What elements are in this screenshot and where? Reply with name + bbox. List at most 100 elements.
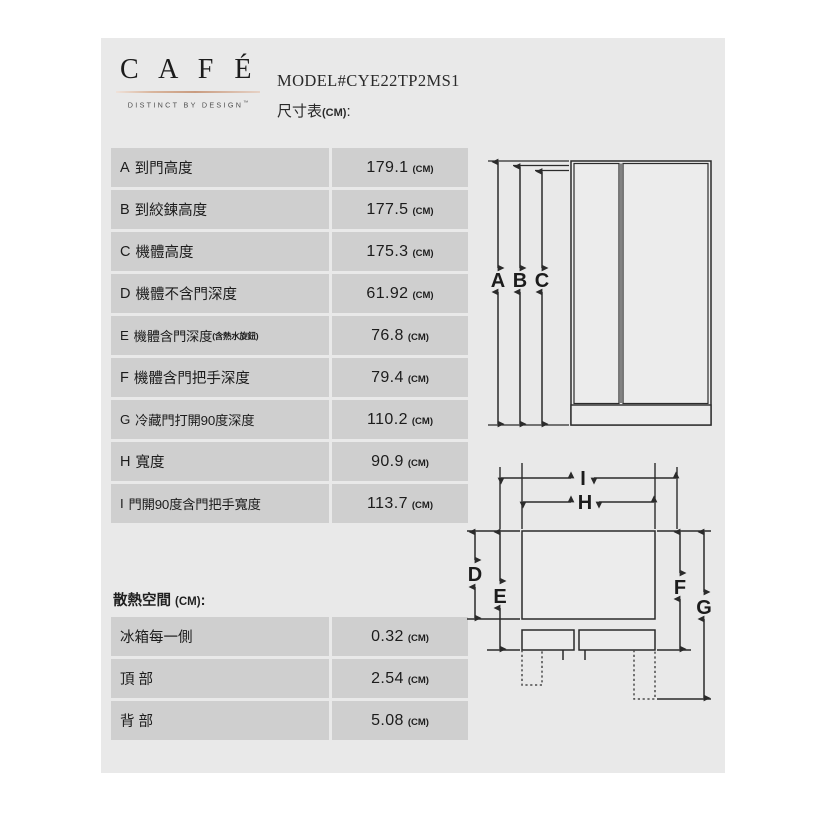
row-value: 79.4 <box>371 368 404 386</box>
dimension-table-colon: : <box>346 103 351 120</box>
row-key: H <box>120 453 131 470</box>
row-value-unit: (CM) <box>411 500 433 511</box>
table-row: G 冷藏門打開90度深度 110.2(CM) <box>111 400 468 439</box>
row-value-cell: 177.5(CM) <box>332 190 468 229</box>
row-value-cell: 61.92(CM) <box>332 274 468 313</box>
row-value: 2.54 <box>371 669 404 687</box>
front-dim-label-c: C <box>535 270 549 292</box>
clearance-title-unit: (CM) <box>175 596 201 608</box>
row-value: 0.32 <box>371 627 404 645</box>
row-value-unit: (CM) <box>407 458 429 469</box>
dimension-table-unit: (CM) <box>322 107 347 119</box>
row-label-text: 機體高度 <box>135 245 194 261</box>
row-label-text: 冰箱每一側 <box>120 630 193 646</box>
row-value: 113.7 <box>367 494 408 512</box>
row-value: 110.2 <box>367 410 408 428</box>
row-label-text: 到絞鍊高度 <box>134 203 208 219</box>
row-value: 175.3 <box>366 242 409 260</box>
row-value: 177.5 <box>366 200 409 218</box>
cafe-logo: C A F É DISTINCT BY DESIGN™ <box>116 56 264 109</box>
brand-tagline: DISTINCT BY DESIGN™ <box>116 100 260 109</box>
table-row: 背 部 5.08(CM) <box>111 701 468 740</box>
row-label-text: 機體含門把手深度 <box>133 371 250 387</box>
row-key: C <box>120 243 131 260</box>
row-value-cell: 179.1(CM) <box>332 148 468 187</box>
table-row: I 門開90度含門把手寬度 113.7(CM) <box>111 484 468 523</box>
row-label-cell: 冰箱每一側 <box>111 617 329 656</box>
top-dim-label-h: H <box>578 492 592 514</box>
row-label-text: 到門高度 <box>134 161 193 177</box>
front-dim-label-b: B <box>513 270 527 292</box>
row-label-text: 寬度 <box>135 455 165 471</box>
row-label-text: 頂 部 <box>120 672 154 688</box>
clearance-table-title: 散熱空間 (CM): <box>113 589 468 610</box>
top-dim-label-g: G <box>696 597 712 619</box>
model-heading-block: MODEL#CYE22TP2MS1 尺寸表(CM): <box>277 71 460 121</box>
front-dim-label-a: A <box>491 270 505 292</box>
row-value-cell: 90.9(CM) <box>332 442 468 481</box>
row-key: D <box>120 285 131 302</box>
row-value-unit: (CM) <box>412 290 434 301</box>
content-panel: C A F É DISTINCT BY DESIGN™ MODEL#CYE22T… <box>101 38 725 773</box>
row-label-cell: 頂 部 <box>111 659 329 698</box>
brand-accent-rule <box>116 91 260 93</box>
clearance-title-text: 散熱空間 <box>113 593 171 609</box>
row-value: 90.9 <box>371 452 404 470</box>
row-value: 5.08 <box>371 711 404 729</box>
model-number-line: MODEL#CYE22TP2MS1 <box>277 71 460 90</box>
row-value-unit: (CM) <box>412 164 434 175</box>
row-value-cell: 110.2(CM) <box>332 400 468 439</box>
row-value-cell: 79.4(CM) <box>332 358 468 397</box>
row-label-cell: 背 部 <box>111 701 329 740</box>
row-key: B <box>120 201 130 218</box>
table-row: 頂 部 2.54(CM) <box>111 659 468 698</box>
row-value-unit: (CM) <box>407 717 429 728</box>
top-dim-label-d: D <box>468 564 482 586</box>
row-value-cell: 175.3(CM) <box>332 232 468 271</box>
trademark-symbol: ™ <box>243 100 249 106</box>
row-value-cell: 2.54(CM) <box>332 659 468 698</box>
row-value-cell: 76.8(CM) <box>332 316 468 355</box>
row-label-text: 背 部 <box>120 714 154 730</box>
row-value-unit: (CM) <box>407 675 429 686</box>
row-value-unit: (CM) <box>412 206 434 217</box>
row-key: A <box>120 159 130 176</box>
row-label-text: 機體含門深度 <box>133 329 213 344</box>
row-value: 179.1 <box>366 158 409 176</box>
front-view-diagram: A B C <box>473 146 721 446</box>
row-value-unit: (CM) <box>407 374 429 385</box>
clearance-title-colon: : <box>200 593 206 609</box>
row-key: I <box>120 496 124 511</box>
row-value-unit: (CM) <box>412 248 434 259</box>
row-value-cell: 5.08(CM) <box>332 701 468 740</box>
top-dim-label-i: I <box>580 468 586 490</box>
row-key: F <box>120 369 129 386</box>
row-value: 76.8 <box>371 326 404 344</box>
row-value-unit: (CM) <box>407 633 429 644</box>
row-label-text: 冷藏門打開90度深度 <box>135 413 255 428</box>
row-label-text: 門開90度含門把手寬度 <box>128 497 261 512</box>
dimension-table-label: 尺寸表 <box>277 103 323 120</box>
row-label-cell: G 冷藏門打開90度深度 <box>111 400 329 439</box>
row-value-cell: 0.32(CM) <box>332 617 468 656</box>
brand-wordmark: C A F É <box>120 54 259 85</box>
row-key: G <box>120 412 131 427</box>
table-row: 冰箱每一側 0.32(CM) <box>111 617 468 656</box>
row-key: E <box>120 328 129 343</box>
top-dim-label-e: E <box>493 586 506 608</box>
